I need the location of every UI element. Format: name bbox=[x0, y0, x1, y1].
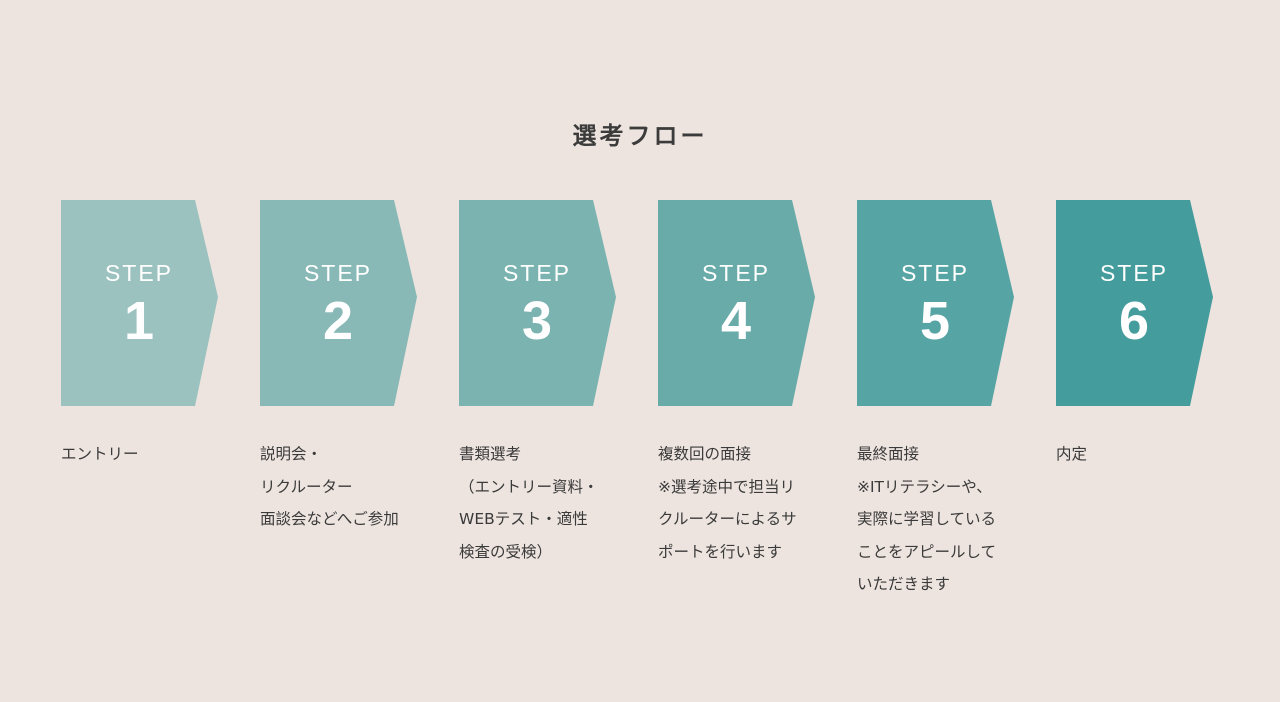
step-number: 5 bbox=[919, 291, 951, 351]
step-3: STEP 3 bbox=[459, 200, 617, 406]
step-word: STEP bbox=[701, 260, 771, 286]
step-word: STEP bbox=[104, 260, 174, 286]
step-6: STEP 6 bbox=[1056, 200, 1214, 406]
arrow-shape-2 bbox=[260, 200, 417, 406]
step-6-description: 内定 bbox=[1056, 445, 1088, 463]
step-5: STEP 5 bbox=[857, 200, 1015, 406]
step-2: STEP 2 bbox=[260, 200, 418, 406]
step-word: STEP bbox=[303, 260, 373, 286]
arrow-shape-3 bbox=[459, 200, 616, 406]
step-5-description: 最終面接 ※ITリテラシーや、 実際に学習している ことをアピールして いただき… bbox=[857, 445, 997, 593]
step-2-description: 説明会・ リクルーター 面談会などへご参加 bbox=[260, 445, 399, 528]
step-number: 3 bbox=[521, 291, 553, 351]
step-3-description: 書類選考 （エントリー資料・ WEBテスト・適性 検査の受検） bbox=[459, 445, 599, 561]
arrow-shape-5 bbox=[857, 200, 1014, 406]
step-number: 1 bbox=[123, 291, 155, 351]
step-word: STEP bbox=[900, 260, 970, 286]
step-number: 6 bbox=[1118, 291, 1150, 351]
step-number: 4 bbox=[720, 291, 752, 351]
step-1: STEP 1 bbox=[61, 200, 219, 406]
arrow-shape-6 bbox=[1056, 200, 1213, 406]
step-4-description: 複数回の面接 ※選考途中で担当リ クルーターによるサ ポートを行います bbox=[658, 445, 797, 561]
step-word: STEP bbox=[1099, 260, 1169, 286]
step-number: 2 bbox=[322, 291, 354, 351]
arrow-shape-1 bbox=[61, 200, 218, 406]
step-4: STEP 4 bbox=[658, 200, 816, 406]
page-title: 選考フロー bbox=[572, 122, 708, 150]
arrow-shape-4 bbox=[658, 200, 815, 406]
step-word: STEP bbox=[502, 260, 572, 286]
step-1-description: エントリー bbox=[61, 445, 139, 463]
